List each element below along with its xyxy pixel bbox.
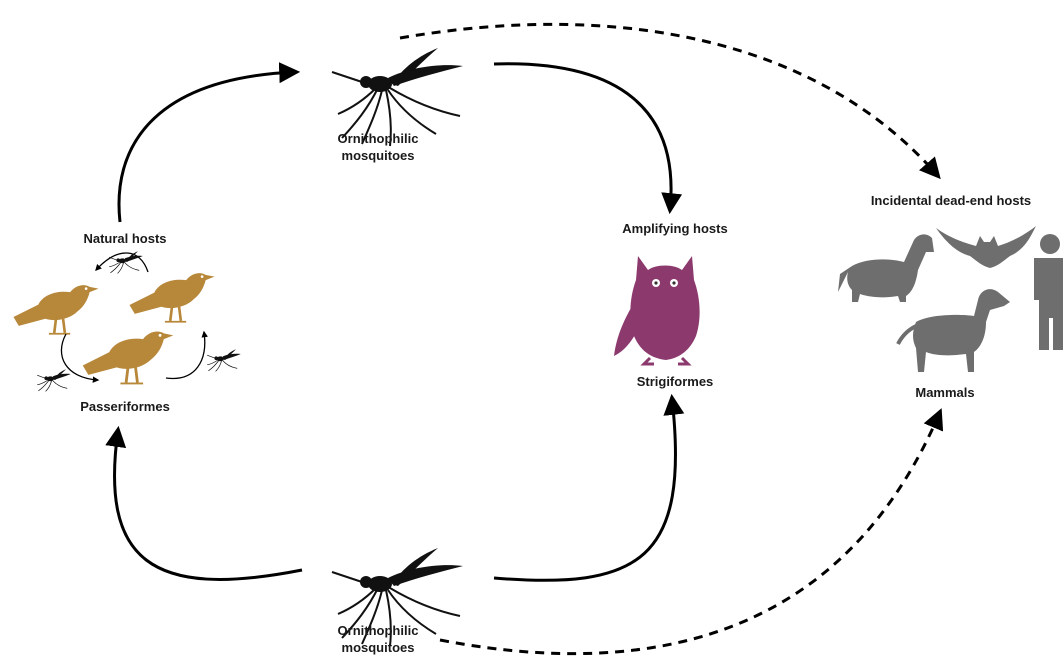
bottom-mosquito-label-line1: Ornithophilic xyxy=(318,622,438,639)
mosquito-icon xyxy=(37,369,71,391)
bottom-mosquito-label-line2: mosquitoes xyxy=(318,639,438,656)
amplifying-hosts-label: Amplifying hosts xyxy=(600,220,750,237)
bird-icon xyxy=(83,332,174,384)
natural-hosts-label: Natural hosts xyxy=(60,230,190,247)
bottom-mosquito-label: Ornithophilic mosquitoes xyxy=(318,622,438,656)
bird-icon xyxy=(129,273,214,322)
arrow-bottom-mosquito-to-birds xyxy=(115,430,302,579)
dashed-arrow-bottom-to-mammals xyxy=(440,412,940,654)
mammals-label: Mammals xyxy=(890,384,1000,401)
human-icon xyxy=(1034,234,1063,350)
horse-icon xyxy=(838,234,934,302)
arrow-bottom-mosquito-to-owl xyxy=(494,398,676,580)
passeriformes-label: Passeriformes xyxy=(60,398,190,415)
incidental-hosts-label: Incidental dead-end hosts xyxy=(846,192,1056,209)
top-mosquito-label-line2: mosquitoes xyxy=(318,147,438,164)
top-mosquito-label: Ornithophilic mosquitoes xyxy=(318,130,438,164)
dashed-arrow-top-to-incidental xyxy=(400,24,938,176)
bat-icon xyxy=(936,226,1036,268)
dog-icon xyxy=(898,289,1010,372)
arrow-top-mosquito-to-owl xyxy=(494,64,671,210)
bird-icon xyxy=(13,285,98,334)
owl-icon xyxy=(614,256,700,364)
top-mosquito-label-line1: Ornithophilic xyxy=(318,130,438,147)
mosquito-icon xyxy=(207,349,241,371)
bird-cluster xyxy=(13,251,240,391)
mosquito-icon xyxy=(109,251,143,273)
strigiformes-label: Strigiformes xyxy=(600,373,750,390)
arrow-birds-to-top-mosquito xyxy=(119,72,296,222)
